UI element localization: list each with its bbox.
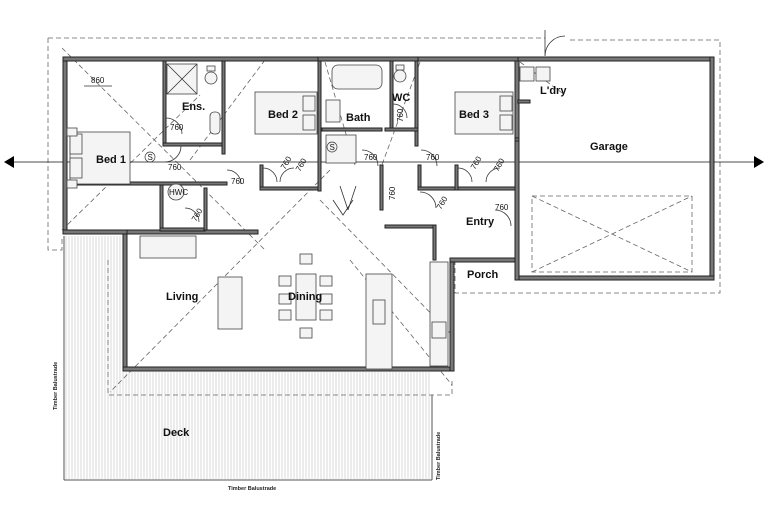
laundry-fixtures: [519, 66, 551, 82]
room-label-bed1: Bed 1: [96, 154, 126, 166]
svg-text:S: S: [148, 153, 153, 162]
room-label-bath: Bath: [346, 112, 371, 124]
dim-label-760-bath: 760: [364, 153, 378, 162]
interior-walls: [66, 60, 531, 261]
room-label-ensuite: Ens.: [182, 101, 205, 113]
bed-1-furniture: [66, 127, 131, 189]
deck-boards: [65, 236, 430, 479]
dim-label-760-bed2b: 760: [294, 156, 309, 173]
dim-label-760-hall: 760: [231, 177, 245, 186]
room-label-deck: Deck: [163, 427, 190, 439]
bath-fixtures: [325, 64, 407, 164]
hwc-label: HWC: [169, 188, 188, 197]
living-furniture: [139, 235, 449, 370]
balustrade-note-right: Timber Balustrade: [436, 432, 442, 480]
dim-label-760-bed3a: 760: [469, 154, 484, 171]
switch-symbol-2: S: [326, 141, 338, 153]
room-label-entry: Entry: [466, 216, 495, 228]
dim-label-760-bed3b: 760: [492, 156, 507, 173]
dim-label-860: 860: [91, 76, 105, 85]
balustrade-note-left: Timber Balustrade: [53, 362, 59, 410]
garage-door-outline: [531, 195, 693, 273]
arrow-right-icon: [754, 156, 764, 168]
dim-label-760-wc: 760: [396, 108, 405, 122]
dim-label-760-hall-b: 760: [388, 186, 397, 200]
exterior-walls: [62, 56, 715, 372]
hwc-cylinder: [167, 183, 185, 201]
dim-label-760-entry-b: 760: [435, 194, 450, 211]
dim-label-760-bed3: 760: [426, 153, 440, 162]
room-label-bed2: Bed 2: [268, 109, 298, 121]
room-label-bed3: Bed 3: [459, 109, 489, 121]
section-line: [4, 156, 764, 168]
arrow-left-icon: [4, 156, 14, 168]
bed-3-furniture: [454, 91, 514, 135]
room-label-dining: Dining: [288, 291, 322, 303]
deck-edge: [63, 236, 433, 481]
dim-label-760-ensuite: 760: [170, 123, 184, 132]
switch-symbol-1: S: [144, 151, 156, 163]
bed-2-furniture: [254, 91, 318, 135]
dim-label-760-entry: 760: [495, 203, 509, 212]
door-swings: [164, 30, 566, 227]
room-label-living: Living: [166, 291, 198, 303]
room-label-garage: Garage: [590, 141, 628, 153]
room-label-wc: WC: [392, 92, 410, 104]
dim-label-760-hwc: 760: [190, 206, 205, 223]
svg-text:S: S: [330, 143, 335, 152]
balustrade-note-bottom: Timber Balustrade: [228, 486, 276, 492]
dim-label-760-bed1: 760: [168, 163, 182, 172]
room-label-laundry: L'dry: [540, 85, 567, 97]
room-label-porch: Porch: [467, 269, 498, 281]
ensuite-fixtures: [166, 63, 221, 135]
